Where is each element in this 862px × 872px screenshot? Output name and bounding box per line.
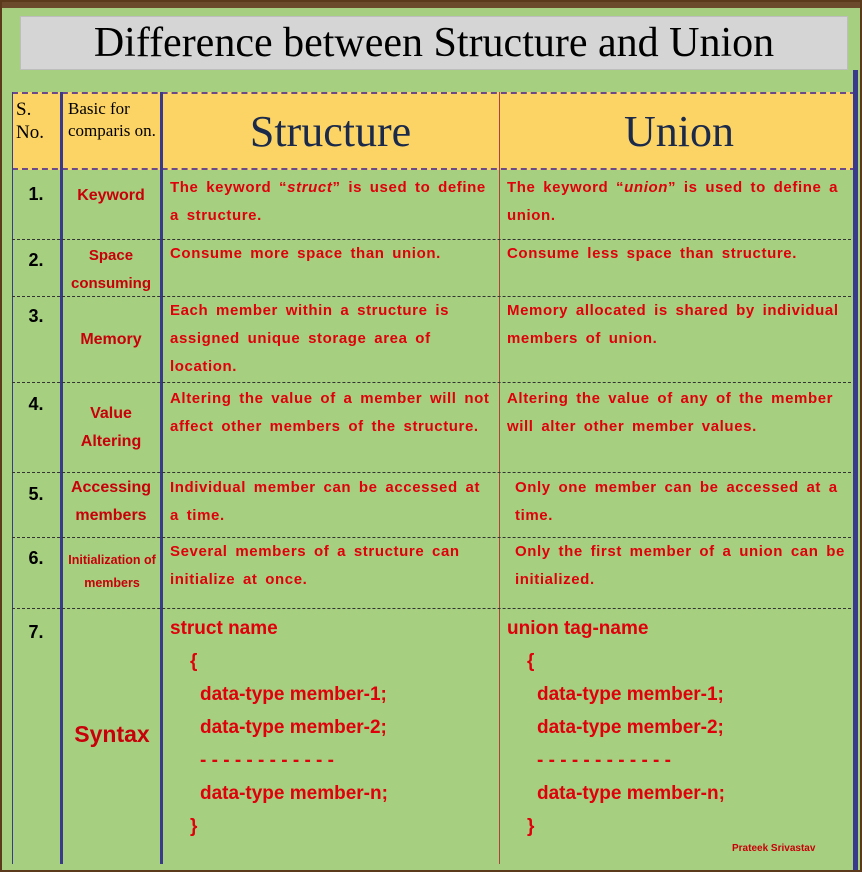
col-line-sno [60,92,63,864]
header-sno: S. No. [16,99,44,143]
row-separator [12,537,856,538]
row-number: 1. [28,184,44,204]
row-separator [12,608,856,609]
row-number: 4. [28,394,44,414]
col-line-structure [499,92,500,864]
row-number: 5. [28,484,44,504]
code-line: - - - - - - - - - - - - [200,750,334,771]
row-key: Accessing members [70,479,152,524]
code-line: data-type member-1; [200,684,387,705]
row-key: Value Altering [80,405,142,450]
union-syntax: union tag-name { data-type member-1; dat… [507,612,852,843]
structure-cell: Individual member can be accessed at a t… [170,479,481,524]
union-cell: Altering the value of any of the member … [507,390,834,435]
code-line: union tag-name [507,618,649,639]
code-line: data-type member-n; [537,783,725,804]
header-basic: Basic for comparis on. [68,99,156,140]
row-separator [12,382,856,383]
row-key: Memory [80,331,142,348]
row-separator [12,472,856,473]
union-cell: Consume less space than structure. [507,245,797,262]
code-line: data-type member-2; [200,717,387,738]
row-key: Syntax [74,721,150,747]
row-separator [12,239,856,240]
comparison-table: S. No. Basic for comparis on. Structure … [12,92,856,864]
code-line: } [527,816,535,837]
code-line: data-type member-n; [200,783,388,804]
union-cell: Only one member can be accessed at a tim… [515,479,838,524]
row-number: 7. [28,622,44,642]
col-line-basic [160,92,163,864]
author-signature: Prateek Srivastav [732,843,816,854]
row-separator [12,296,856,297]
union-cell: The keyword “union” is used to define a … [507,179,839,224]
code-line: { [527,651,535,672]
right-edge-bar [853,70,858,870]
row-number: 2. [28,250,44,270]
page-title: Difference between Structure and Union [93,20,775,66]
structure-cell: Several members of a structure can initi… [170,543,460,588]
union-cell: Memory allocated is shared by individual… [507,302,839,347]
header-structure: Structure [249,107,412,156]
row-number: 6. [28,548,44,568]
structure-syntax: struct name { data-type member-1; data-t… [170,612,492,843]
title-box: Difference between Structure and Union [20,16,848,70]
code-line: data-type member-2; [537,717,724,738]
structure-cell: Altering the value of a member will not … [170,390,490,435]
top-border-strip [2,2,860,8]
table-header-row [12,92,856,170]
row-number: 3. [28,306,44,326]
code-line: } [190,816,198,837]
union-cell: Only the first member of a union can be … [515,543,845,588]
code-line: struct name [170,618,278,639]
structure-cell: The keyword “struct” is used to define a… [170,179,486,224]
col-line-left [12,92,13,864]
row-key: Keyword [77,187,145,204]
row-key: Space consuming [70,247,151,292]
code-line: data-type member-1; [537,684,724,705]
code-line: - - - - - - - - - - - - [537,750,671,771]
header-union: Union [624,107,734,156]
row-key: Initialization of members [68,553,156,590]
structure-cell: Consume more space than union. [170,245,441,262]
code-line: { [190,651,198,672]
structure-cell: Each member within a structure is assign… [170,302,450,375]
